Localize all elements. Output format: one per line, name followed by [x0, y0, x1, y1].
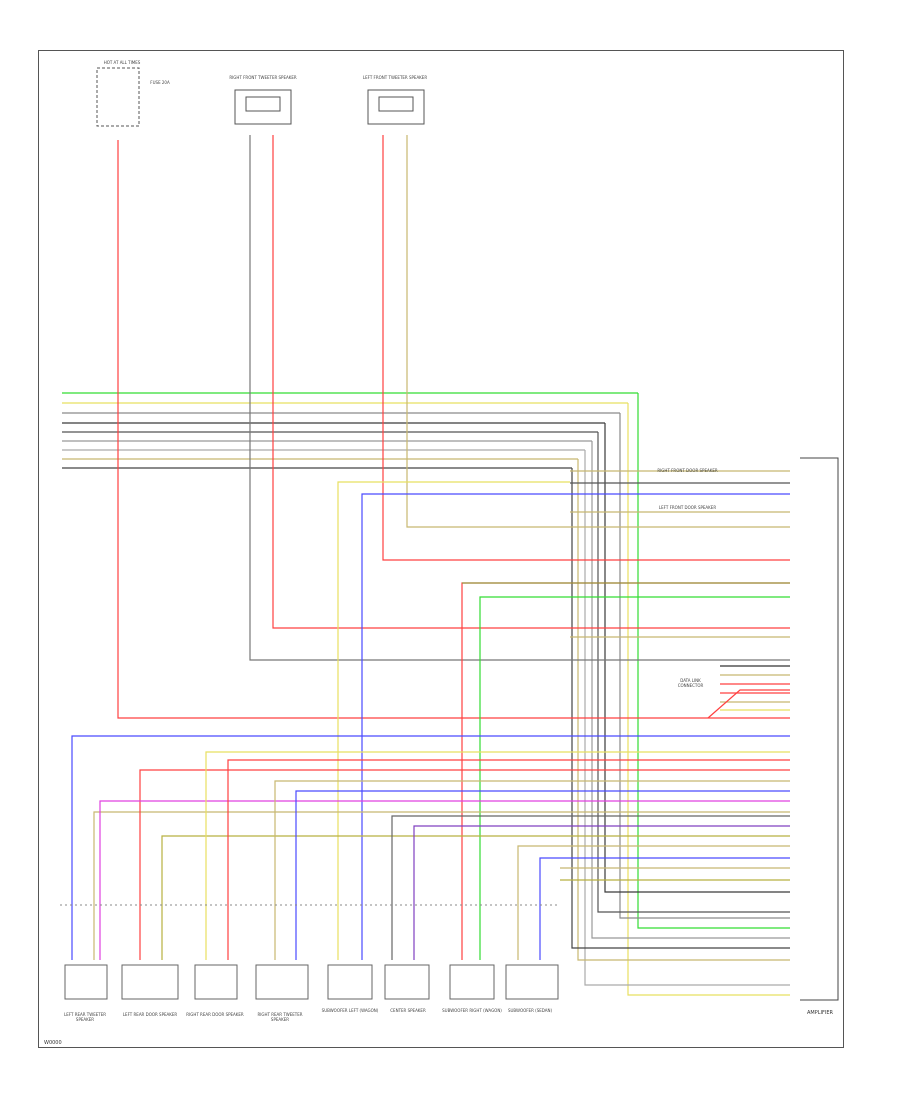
bottom-label-sub-sedan: SUBWOOFER (SEDAN) [500, 1008, 560, 1013]
bottom-speaker-symbols [64, 964, 559, 1000]
speaker-rrt-symbol [255, 964, 309, 1000]
speaker-center-symbol [384, 964, 430, 1000]
wire-sp-red1 [139, 769, 790, 960]
bottom-label-sub-r: SUBWOOFER RIGHT (WAGON) [442, 1008, 502, 1013]
bottom-label-rrd-text: RIGHT REAR DOOR SPEAKER [186, 1012, 244, 1017]
speaker-sub-r-symbol [449, 964, 495, 1000]
wire-bus-yellow-down [627, 403, 790, 996]
wire-sp-red2 [227, 759, 790, 960]
bottom-label-sub-r-text: SUBWOOFER RIGHT (WAGON) [442, 1008, 502, 1013]
wire-sp-tan1 [93, 811, 790, 960]
speaker-lrt-symbol [64, 964, 108, 1000]
corner-code: W0000 [44, 1040, 62, 1046]
wire-rft-gray [249, 135, 790, 661]
bottom-label-lrd: LEFT REAR DOOR SPEAKER [120, 1012, 180, 1017]
bottom-label-rrt-text: RIGHT REAR TWEETER SPEAKER [257, 1012, 303, 1022]
fuse-sub-text: FUSE 20A [150, 80, 170, 85]
wire-fuse-red [117, 140, 790, 719]
wire-dl-diag [707, 689, 790, 719]
rfd-label-text: RIGHT FRONT DOOR SPEAKER [657, 468, 718, 473]
wire-sp-magenta [99, 800, 790, 960]
wire-sp-tan2 [274, 780, 790, 960]
wire-blue-top [361, 493, 790, 960]
speaker-lrd-symbol [121, 964, 179, 1000]
wire-bus-gray1-down [619, 413, 790, 919]
wire-sp-blue1 [71, 735, 790, 960]
right-front-tweeter-box [234, 89, 292, 125]
rfd-label: RIGHT FRONT DOOR SPEAKER [650, 468, 725, 473]
bottom-label-rrt: RIGHT REAR TWEETER SPEAKER [250, 1012, 310, 1022]
wire-sp-olive1 [161, 835, 790, 960]
amplifier-bracket [800, 457, 839, 1001]
bottom-label-sub-l-text: SUBWOOFER LEFT (WAGON) [321, 1008, 379, 1013]
dl-label: DATA LINK CONNECTOR [668, 678, 713, 688]
top-devices [96, 67, 425, 127]
wire-sp-blue2 [295, 790, 790, 960]
lfd-label-text: LEFT FRONT DOOR SPEAKER [658, 505, 717, 510]
wire-sp-yellow1 [205, 751, 790, 960]
wire-sp-tan3 [517, 845, 790, 960]
bottom-label-lrt-text: LEFT REAR TWEETER SPEAKER [64, 1012, 106, 1022]
wire-red-mid [461, 582, 790, 960]
bottom-label-center-text: CENTER SPEAKER [390, 1008, 426, 1013]
bottom-label-center: CENTER SPEAKER [378, 1008, 438, 1013]
wire-sp-gray4 [391, 815, 790, 960]
wire-bus-tan-down [577, 459, 790, 961]
wire-bus-dark2-down [597, 432, 790, 913]
wire-tan-top [337, 481, 570, 960]
left-front-tweeter-box [367, 89, 425, 125]
wire-sp-blue3 [539, 857, 790, 960]
rft-label: RIGHT FRONT TWEETER SPEAKER [228, 75, 298, 80]
wire-rft-red [272, 135, 790, 629]
speaker-rrd-symbol [194, 964, 238, 1000]
speaker-sub-sedan-symbol [505, 964, 559, 1000]
speaker-sub-l-symbol [327, 964, 373, 1000]
fuse-box [96, 67, 140, 127]
bottom-label-sub-sedan-text: SUBWOOFER (SEDAN) [507, 1008, 553, 1013]
diagram-frame [38, 50, 844, 1048]
bottom-label-lrd-text: LEFT REAR DOOR SPEAKER [122, 1012, 178, 1017]
fuse-label: HOT AT ALL TIMES [92, 60, 152, 65]
amplifier-label: AMPLIFIER [807, 1010, 833, 1016]
wire-bus-green-down [637, 393, 790, 929]
dl-label-text: DATA LINK CONNECTOR [677, 678, 704, 688]
wire-lft-red [382, 135, 790, 561]
bottom-label-rrd: RIGHT REAR DOOR SPEAKER [185, 1012, 245, 1017]
fuse-label-text: HOT AT ALL TIMES [103, 60, 141, 65]
wire-bus-gray2-down [591, 441, 790, 939]
rft-label-text: RIGHT FRONT TWEETER SPEAKER [229, 75, 297, 80]
lft-label: LEFT FRONT TWEETER SPEAKER [360, 75, 430, 80]
wire-green-mid [479, 596, 790, 960]
wire-sp-purple [413, 825, 790, 960]
wire-bus-dark1-down [604, 423, 790, 893]
lfd-label: LEFT FRONT DOOR SPEAKER [650, 505, 725, 510]
fuse-sub-label: FUSE 20A [140, 80, 180, 85]
wire-lft-tan [406, 135, 790, 528]
lft-label-text: LEFT FRONT TWEETER SPEAKER [362, 75, 428, 80]
bottom-label-lrt: LEFT REAR TWEETER SPEAKER [55, 1012, 115, 1022]
bottom-label-sub-l: SUBWOOFER LEFT (WAGON) [320, 1008, 380, 1013]
